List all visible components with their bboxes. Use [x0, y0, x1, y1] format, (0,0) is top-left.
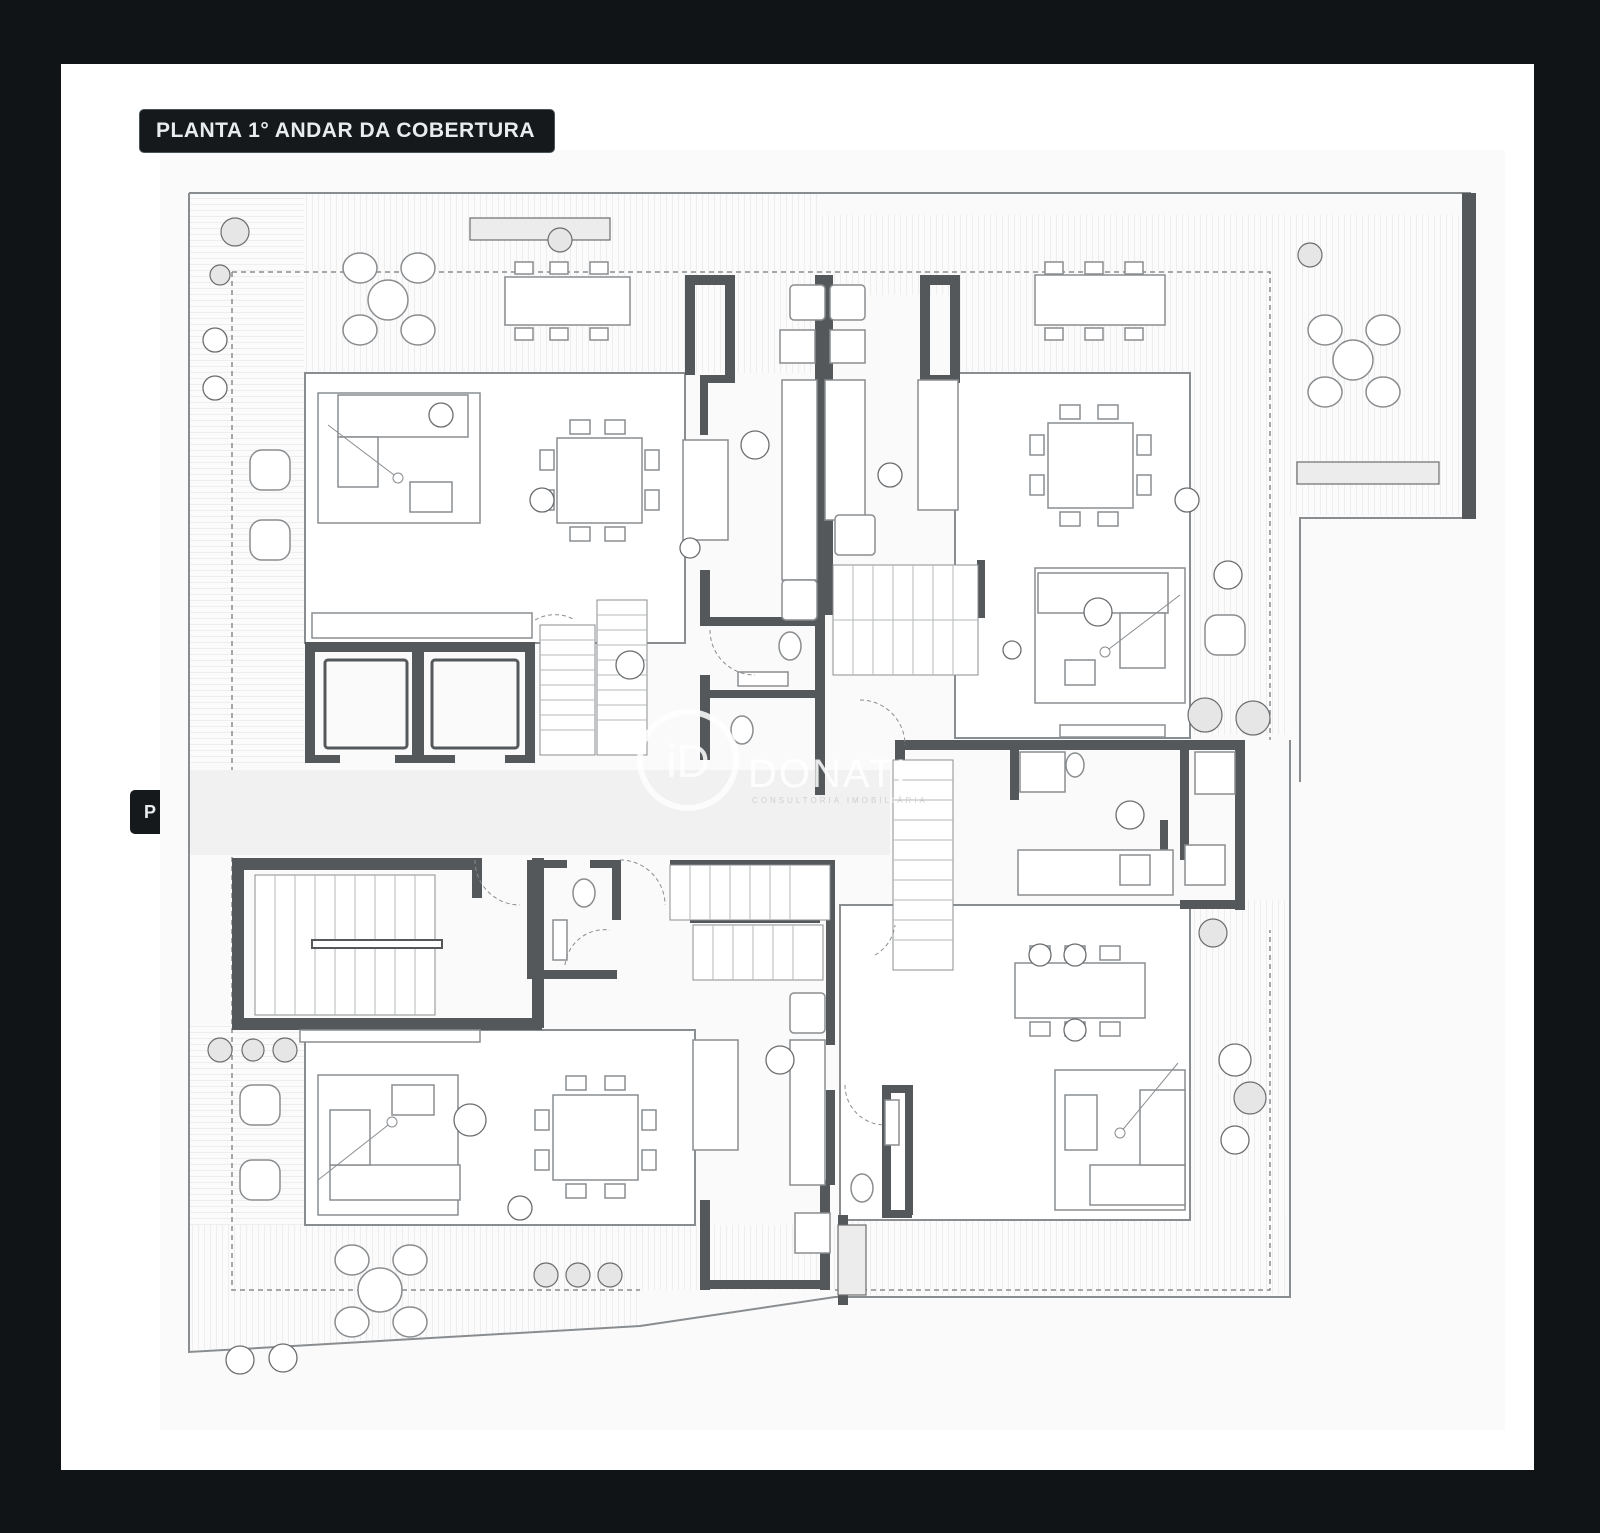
door-swings	[474, 614, 906, 1126]
handrail	[311, 939, 443, 949]
kitchen-counters	[299, 379, 1174, 1186]
right-parapet	[1462, 193, 1476, 519]
plan-title: PLANTA 1° ANDAR DA COBERTURA	[140, 110, 554, 152]
table-icon	[357, 274, 1374, 1313]
toilet-icon	[552, 631, 1085, 1203]
dashed-boundary	[231, 271, 1271, 1291]
watermark-name: DONATI	[748, 752, 909, 796]
person-icon	[202, 327, 1252, 1375]
appliances	[779, 284, 1236, 1254]
stair-treads	[274, 565, 978, 1015]
lamp-lines	[317, 424, 1181, 1181]
watermark-letters: iD	[666, 735, 709, 787]
corridor	[190, 770, 890, 855]
watermark-tagline: CONSULTORIA IMOBILIÁRIA	[752, 796, 928, 805]
plant-icon	[207, 217, 1440, 1296]
side-tab: P	[130, 790, 160, 834]
elevator-icon	[323, 658, 520, 750]
chair-icon	[514, 261, 1152, 1199]
watermark-logo: iD	[637, 709, 739, 811]
armchair-icon	[239, 252, 1401, 1338]
